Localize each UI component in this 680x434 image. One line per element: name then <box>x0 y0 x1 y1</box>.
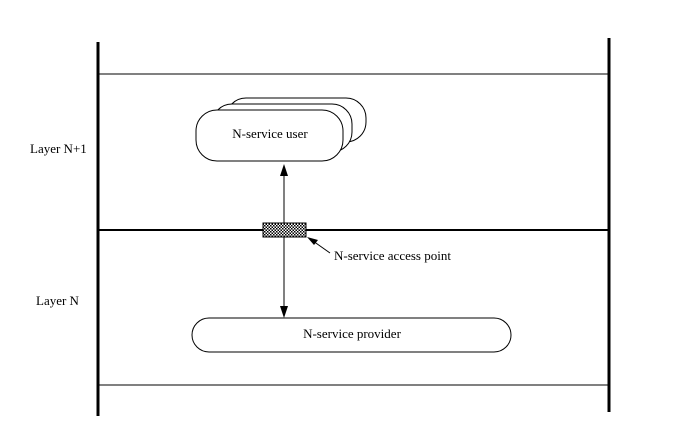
arrow-head-down <box>280 306 288 318</box>
service-access-point-label: N-service access point <box>334 248 451 263</box>
access-point-pointer-head <box>307 237 318 245</box>
access-point-pointer-line <box>312 240 331 254</box>
service-access-point-box <box>262 222 307 238</box>
layer-n-label: Layer N <box>36 293 80 308</box>
service-provider-box <box>191 317 512 353</box>
service-user-label: N-service user <box>232 126 308 141</box>
layer-n-plus-1-label: Layer N+1 <box>30 141 87 156</box>
service-user-box-front <box>195 109 344 162</box>
service-provider-label: N-service provider <box>303 326 401 341</box>
service-user-stack: N-service user <box>195 97 367 162</box>
arrow-head-up <box>280 164 288 176</box>
